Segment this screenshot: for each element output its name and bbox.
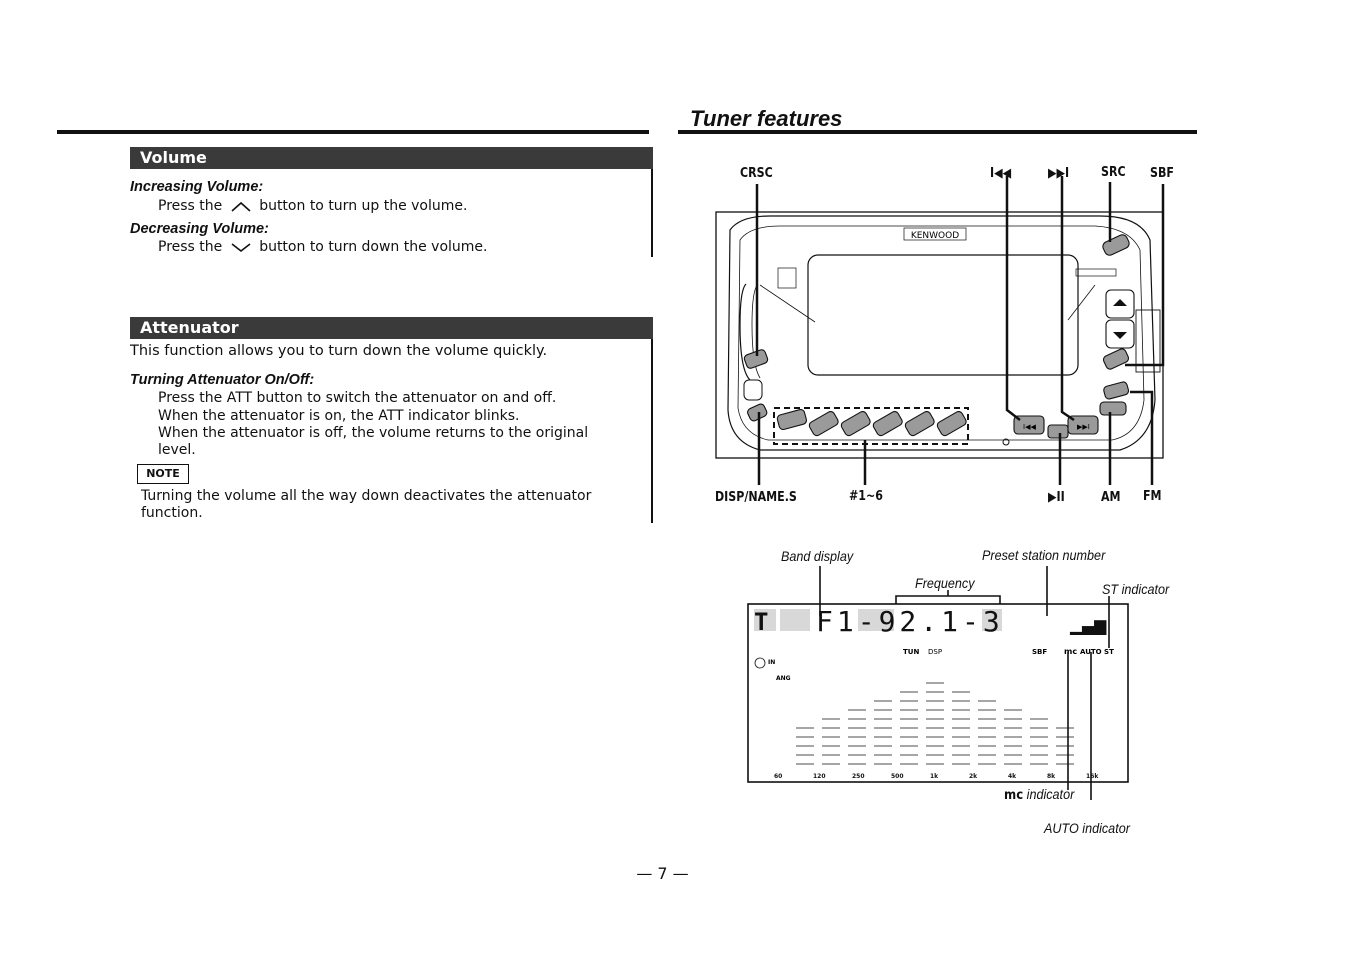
prev-button [1013, 415, 1045, 435]
dsp-indicator: DSP [928, 648, 942, 656]
chevron-up-icon [231, 201, 251, 212]
preset-dashed-outline [773, 407, 969, 445]
frequency-scale-label: 4k [1008, 773, 1017, 780]
attenuator-section-border [651, 339, 653, 523]
frequency-caption: Frequency [915, 575, 975, 591]
fm-button [1103, 381, 1130, 400]
frequency-scale-label: 500 [891, 773, 904, 780]
sbf-indicator: SBF [1032, 648, 1047, 656]
volume-heading: Volume [130, 147, 653, 169]
tuner-features-title: Tuner features [690, 106, 843, 131]
up-arrow-icon [1113, 299, 1127, 306]
auto-indicator-caption: AUTO indicator [1044, 820, 1130, 836]
increasing-post: button to turn up the volume. [259, 198, 468, 214]
lcd-main-text: F1-92.1-3 [816, 605, 1004, 638]
mc-indicator-text: indicator [1026, 786, 1075, 802]
mc-indicator: mc [1064, 647, 1077, 656]
preset-3 [840, 410, 871, 437]
decreasing-pre: Press the [158, 239, 223, 255]
in-indicator: IN [768, 659, 775, 666]
crsc-button [743, 349, 769, 369]
tun-indicator: TUN [903, 648, 919, 656]
preset-number-caption: Preset station number [982, 547, 1106, 563]
decreasing-volume-title: Decreasing Volume: [130, 221, 269, 237]
preset-2 [808, 410, 839, 437]
faceplate-inner [737, 225, 1145, 441]
mc-logo-icon: mc [1004, 788, 1024, 803]
am-button [1099, 401, 1127, 416]
volume-section-border [651, 169, 653, 257]
note-label: NOTE [137, 464, 189, 484]
attenuator-line-2: When the attenuator is on, the ATT indic… [158, 408, 520, 424]
svg-text:▶▶I: ▶▶I [1077, 423, 1090, 431]
disp-name-label: DISP/NAME.S [715, 490, 797, 505]
lcd-t-icon: T [754, 608, 768, 636]
increasing-pre: Press the [158, 198, 223, 214]
cd-logo [777, 267, 797, 289]
frequency-scale: 60 120 250 500 1k 2k 4k 8k 16k [774, 773, 1099, 780]
prev-label: I◀◀ [990, 166, 1012, 181]
display-window [807, 254, 1079, 376]
note-line-2: function. [141, 505, 203, 521]
fm-label: FM [1143, 489, 1162, 504]
chevron-down-icon [231, 243, 251, 253]
attenuator-line-4: level. [158, 442, 196, 458]
src-button [1102, 234, 1130, 256]
decreasing-post: button to turn down the volume. [259, 239, 488, 255]
preset-1 [776, 408, 807, 431]
increasing-volume-title: Increasing Volume: [130, 179, 264, 195]
dolby-badge [1075, 268, 1117, 277]
band-display-caption: Band display [781, 548, 854, 564]
am-label: AM [1101, 490, 1121, 505]
ang-indicator: ANG [776, 675, 791, 682]
note-line-1: Turning the volume all the way down deac… [141, 488, 592, 504]
frequency-scale-label: 8k [1047, 773, 1056, 780]
up-button [1105, 289, 1135, 319]
attenuator-subtitle: Turning Attenuator On/Off: [130, 372, 315, 388]
attenuator-line-3: When the attenuator is off, the volume r… [158, 425, 589, 441]
frequency-scale-label: 1k [930, 773, 939, 780]
play-button [1047, 424, 1069, 439]
frequency-scale-label: 16k [1086, 773, 1099, 780]
spectrum-analyzer [796, 682, 1074, 765]
sbf-button [1102, 348, 1130, 370]
lcd-display-diagram: T F1-92.1-3 ▁▃▅ TUN DSP SBF mc AUTO ST I… [747, 566, 1129, 800]
preset-4 [872, 410, 903, 437]
top-rule-left [57, 130, 649, 134]
crsc-label: CRSC [740, 166, 773, 181]
frequency-scale-label: 60 [774, 773, 782, 780]
attenuator-intro: This function allows you to turn down th… [130, 343, 548, 359]
frequency-scale-label: 120 [813, 773, 826, 780]
src-label: SRC [1101, 165, 1126, 180]
disp-button [747, 403, 768, 422]
down-arrow-icon [1113, 332, 1127, 339]
auto-st-indicator: AUTO ST [1080, 648, 1114, 656]
increasing-volume-text: Press the button to turn up the volume. [158, 197, 467, 215]
top-rule-right [678, 130, 1197, 134]
faceplate-diagram: KENWOOD I◀◀ ▶▶I [715, 176, 1165, 485]
attenuator-heading: Attenuator [130, 317, 653, 339]
sbf-label: SBF [1150, 166, 1174, 181]
frequency-scale-label: 2k [969, 773, 978, 780]
st-indicator-caption: ST indicator [1102, 581, 1170, 597]
faceplate-body [727, 215, 1156, 451]
frequency-scale-label: 250 [852, 773, 865, 780]
preset-label: #1~6 [849, 489, 883, 504]
page-number: — 7 — [636, 864, 689, 883]
preset-6 [936, 410, 967, 437]
lcd-frame [747, 603, 1129, 783]
mc-indicator-caption: mc indicator [1004, 786, 1074, 803]
decreasing-volume-text: Press the button to turn down the volume… [158, 238, 487, 256]
next-button [1067, 415, 1099, 435]
kenwood-logo: KENWOOD [911, 231, 959, 241]
down-button [1105, 319, 1135, 349]
play-pause-label: ▶II [1048, 490, 1065, 505]
signal-bars-icon: ▁▃▅ [1069, 611, 1107, 635]
svg-text:I◀◀: I◀◀ [1023, 423, 1036, 431]
attenuator-line-1: Press the ATT button to switch the atten… [158, 390, 557, 406]
next-label: ▶▶I [1048, 166, 1070, 181]
preset-5 [904, 410, 935, 437]
